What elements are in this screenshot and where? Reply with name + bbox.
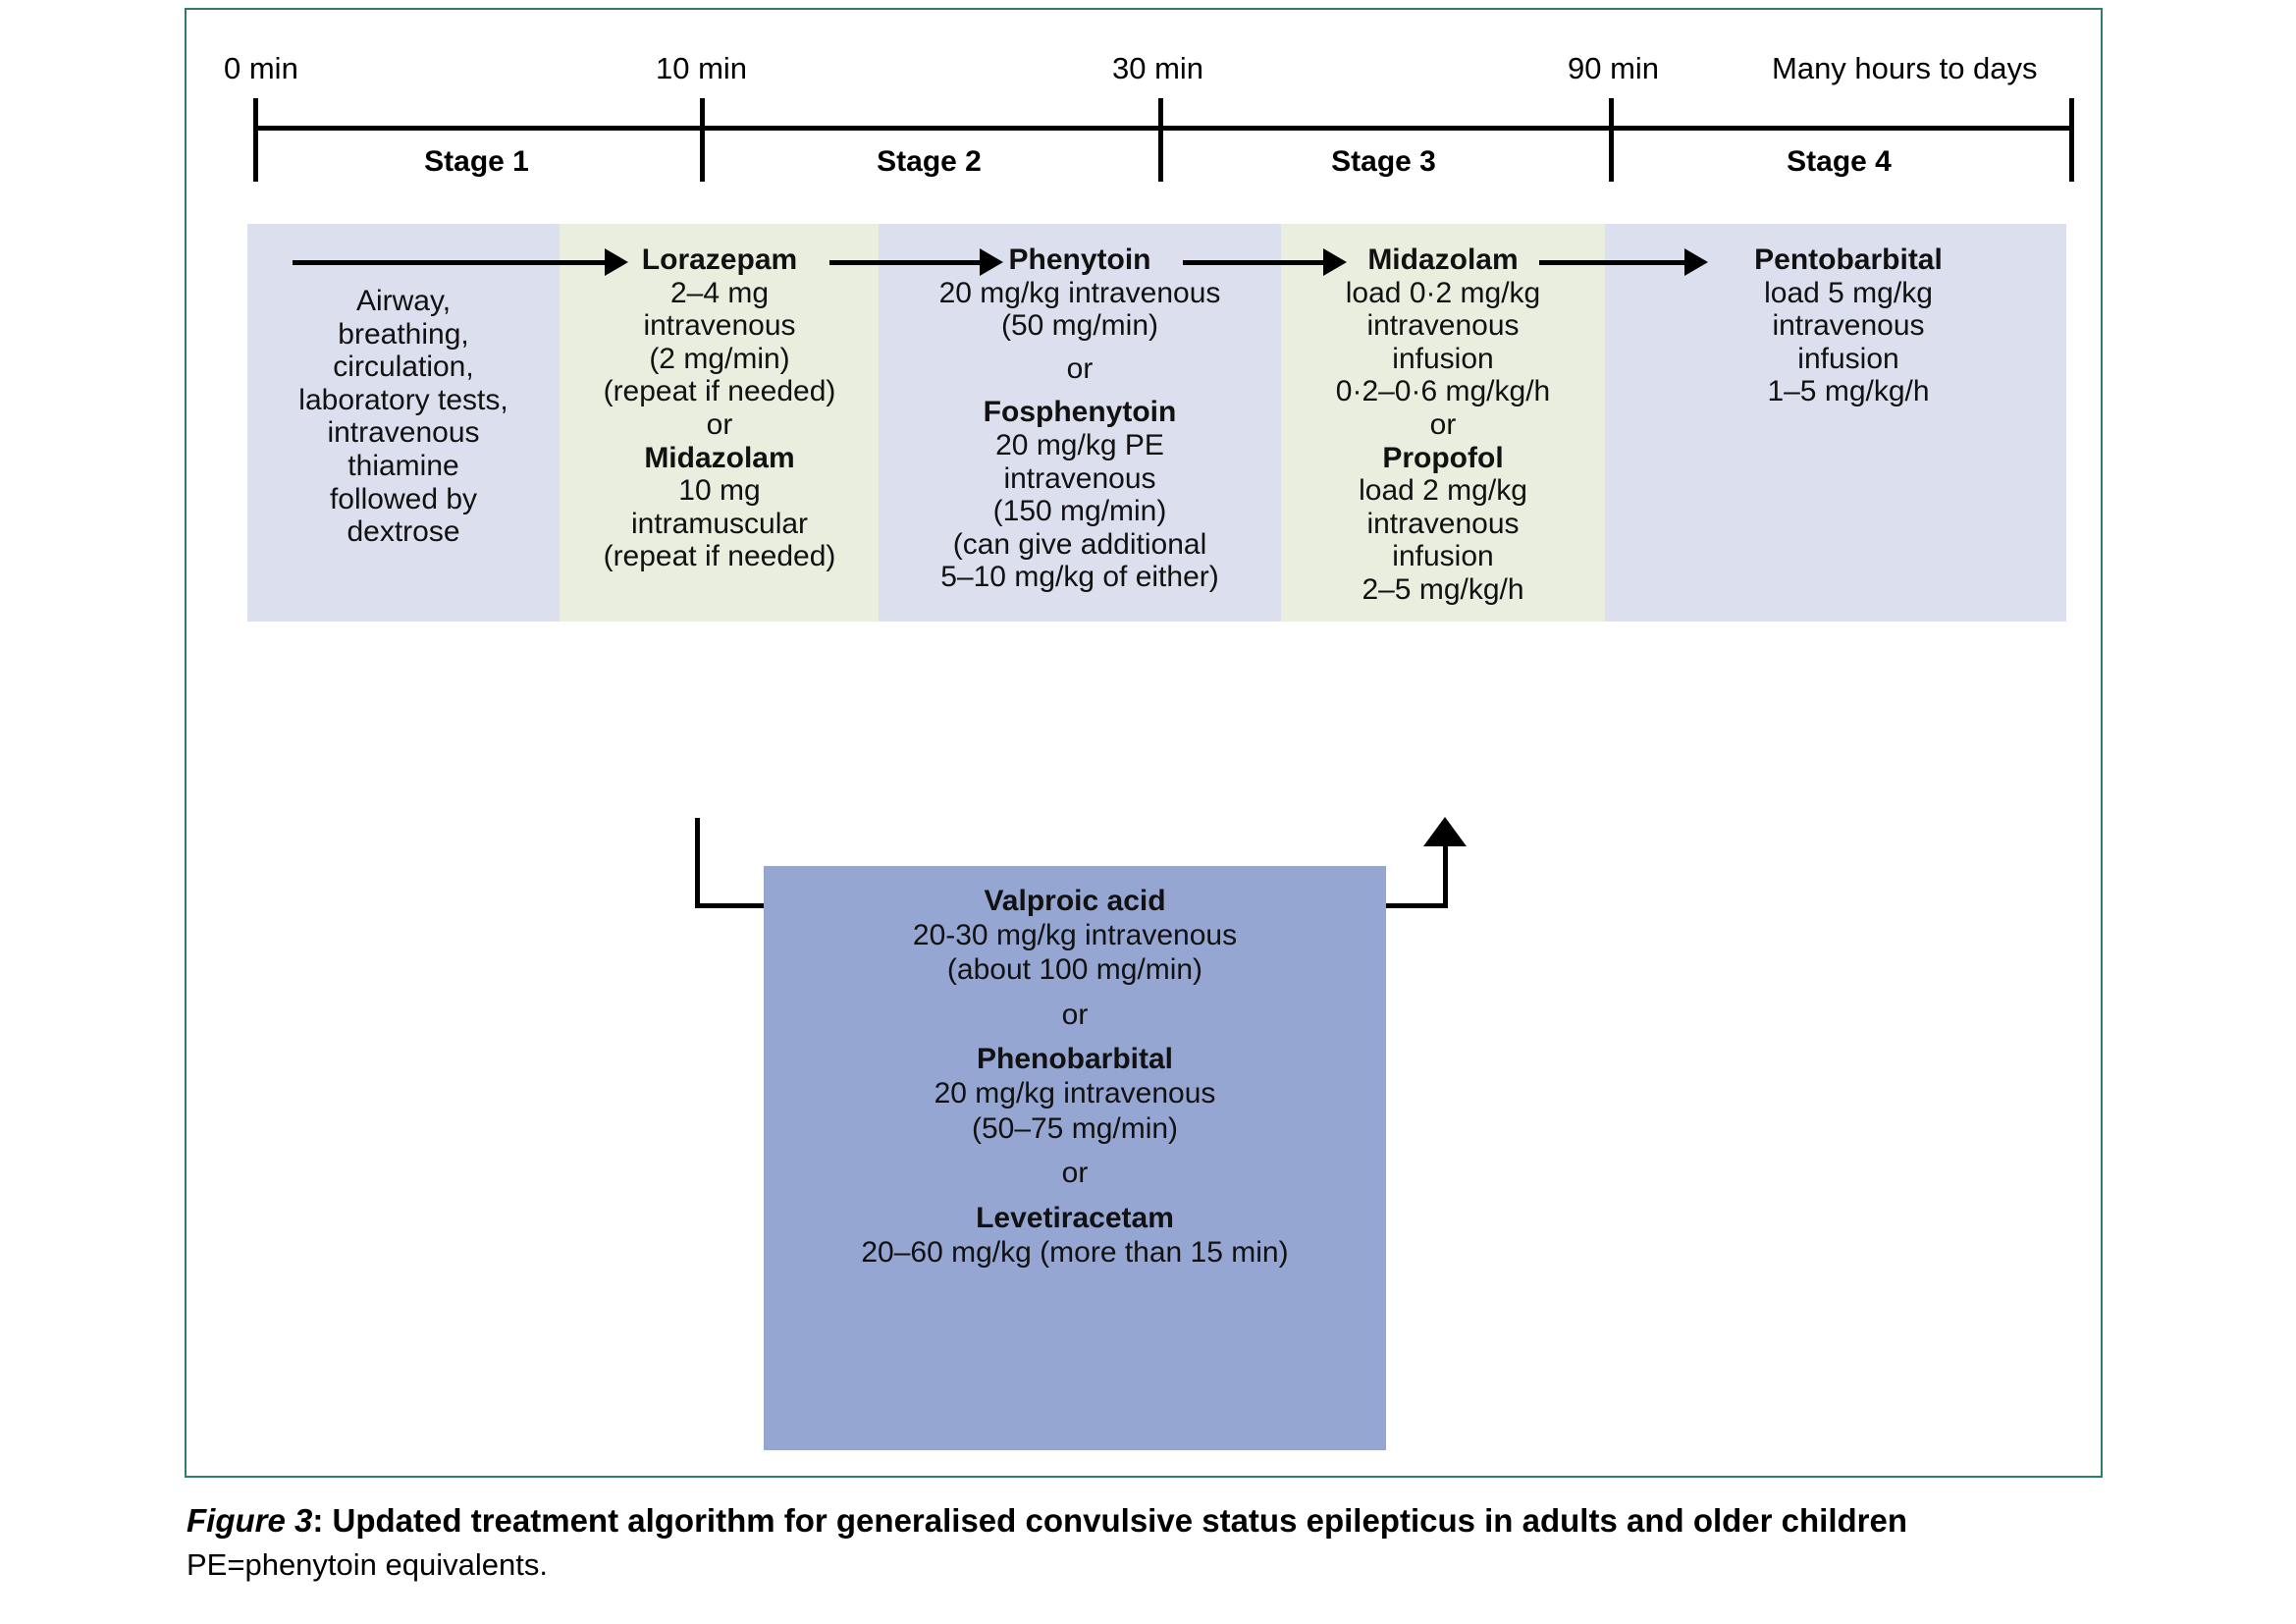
- midazolam-inf-or: or: [1429, 407, 1457, 441]
- column-midazolam-infusion: Midazolam load 0·2 mg/kg intravenous inf…: [1281, 244, 1605, 607]
- timeline-tick-label-0min: 0 min: [224, 51, 298, 85]
- column-band-lorazepam: [560, 224, 879, 622]
- fosphenytoin-line-2: intravenous: [1003, 461, 1156, 495]
- valproic-or-2: or: [1061, 1157, 1089, 1190]
- valproic-acid-box-text: Valproic acid 20-30 mg/kg intravenous (a…: [764, 884, 1386, 1270]
- valproic-spacer-2: [764, 1032, 1386, 1043]
- column-pentobarbital: Pentobarbital load 5 mg/kg intravenous i…: [1686, 244, 2010, 408]
- stage-label-4: Stage 4: [1787, 145, 1892, 178]
- column-initial-management: Airway, breathing, circulation, laborato…: [247, 285, 560, 549]
- timeline-tick-label-10min: 10 min: [656, 51, 748, 85]
- timeline-axis-line: [253, 126, 2074, 131]
- timeline-tick-mark-0: [253, 98, 258, 182]
- midazolam-im-line-2: intramuscular: [630, 507, 809, 540]
- column-band-phenytoin: [879, 224, 1281, 622]
- arrow-phenytoin-to-midazolam: [1183, 248, 1347, 276]
- fosphenytoin-line-3: (150 mg/min): [992, 495, 1167, 528]
- arrow-midazolam-to-pentobarbital: [1539, 248, 1708, 276]
- valproic-spacer-4: [764, 1190, 1386, 1201]
- midazolam-im-line-3: (repeat if needed): [603, 540, 836, 573]
- propofol-line-4: 2–5 mg/kg/h: [1362, 572, 1524, 606]
- valproic-spacer-1: [764, 987, 1386, 998]
- valproic-line-2: (about 100 mg/min): [946, 953, 1203, 987]
- midazolam-inf-line-1: load 0·2 mg/kg: [1345, 276, 1541, 309]
- drug-name-midazolam-infusion: Midazolam: [1367, 244, 1519, 276]
- lorazepam-line-2: intravenous: [643, 309, 796, 343]
- initial-line-5: intravenous: [327, 416, 480, 450]
- initial-line-6: thiamine: [347, 449, 459, 482]
- stage-label-3: Stage 3: [1331, 145, 1436, 178]
- column-band-pentobarbital: [1605, 224, 2066, 622]
- lorazepam-line-4: (repeat if needed): [603, 375, 836, 408]
- pentobarbital-line-1: load 5 mg/kg: [1764, 276, 1933, 309]
- drug-name-propofol: Propofol: [1382, 441, 1504, 474]
- stage-label-2: Stage 2: [877, 145, 982, 178]
- phenytoin-spacer-2: [879, 386, 1281, 397]
- caption-note: PE=phenytoin equivalents.: [187, 1547, 548, 1583]
- caption-title: Updated treatment algorithm for generali…: [332, 1502, 1908, 1539]
- propofol-line-1: load 2 mg/kg: [1359, 474, 1527, 508]
- valproic-spacer-3: [764, 1146, 1386, 1157]
- pentobarbital-line-4: 1–5 mg/kg/h: [1767, 375, 1930, 408]
- arrow-initial-to-lorazepam: [293, 248, 628, 276]
- valproic-or-1: or: [1061, 998, 1089, 1031]
- arrowhead-into-midazolam-column: [1423, 817, 1467, 846]
- drug-name-lorazepam: Lorazepam: [641, 244, 798, 276]
- column-phenytoin: Phenytoin 20 mg/kg intravenous (50 mg/mi…: [879, 244, 1281, 594]
- arrow-lorazepam-to-phenytoin: [829, 248, 1003, 276]
- timeline-tick-label-30min: 30 min: [1112, 51, 1204, 85]
- phenytoin-or: or: [1066, 352, 1094, 386]
- initial-line-3: circulation,: [333, 351, 474, 384]
- valproic-acid-box: [764, 866, 1386, 1450]
- column-band-midazolam: [1281, 224, 1605, 622]
- timeline-tick-mark-3: [1609, 98, 1614, 182]
- midazolam-im-line-1: 10 mg: [678, 474, 761, 508]
- midazolam-inf-line-2: intravenous: [1366, 309, 1520, 343]
- connector-down-from-lorazepam: [695, 818, 700, 908]
- pentobarbital-line-2: intravenous: [1772, 309, 1925, 343]
- propofol-line-2: intravenous: [1366, 507, 1520, 540]
- figure-caption: Figure 3: Updated treatment algorithm fo…: [187, 1500, 2150, 1585]
- timeline-tick-label-90min: 90 min: [1568, 51, 1660, 85]
- initial-line-2: breathing,: [338, 317, 469, 351]
- column-band-initial-management: [247, 224, 560, 622]
- phenobarbital-line-1: 20 mg/kg intravenous: [934, 1077, 1216, 1110]
- levetiracetam-line-1: 20–60 mg/kg (more than 15 min): [861, 1235, 1289, 1269]
- pentobarbital-line-3: infusion: [1797, 342, 1899, 375]
- phenytoin-line-1: 20 mg/kg intravenous: [938, 276, 1221, 309]
- stage-label-1: Stage 1: [424, 145, 529, 178]
- fosphenytoin-line-1: 20 mg/kg PE: [995, 428, 1164, 461]
- fosphenytoin-line-4: (can give additional: [952, 527, 1207, 561]
- initial-line-1: Airway,: [355, 285, 452, 317]
- midazolam-inf-line-4: 0·2–0·6 mg/kg/h: [1335, 375, 1551, 408]
- connector-up-to-midazolam: [1443, 844, 1448, 905]
- initial-line-8: dextrose: [347, 515, 460, 549]
- drug-name-fosphenytoin: Fosphenytoin: [983, 396, 1177, 429]
- lorazepam-line-3: (2 mg/min): [649, 342, 790, 375]
- column-lorazepam: Lorazepam 2–4 mg intravenous (2 mg/min) …: [567, 244, 872, 573]
- drug-name-pentobarbital: Pentobarbital: [1754, 244, 1943, 276]
- propofol-line-3: infusion: [1392, 540, 1494, 573]
- drug-name-phenobarbital: Phenobarbital: [976, 1043, 1174, 1076]
- drug-name-valproic-acid: Valproic acid: [984, 885, 1166, 917]
- drug-name-midazolam-im: Midazolam: [644, 441, 795, 474]
- timeline-tick-mark-4: [2069, 98, 2074, 182]
- phenytoin-line-2: (50 mg/min): [1000, 309, 1159, 343]
- valproic-line-1: 20-30 mg/kg intravenous: [912, 919, 1238, 952]
- phenytoin-spacer: [879, 343, 1281, 353]
- midazolam-inf-line-3: infusion: [1392, 342, 1494, 375]
- initial-line-4: laboratory tests,: [298, 383, 508, 416]
- drug-name-levetiracetam: Levetiracetam: [976, 1201, 1174, 1234]
- initial-line-7: followed by: [329, 482, 478, 515]
- timeline-tick-mark-1: [700, 98, 705, 182]
- timeline-tick-mark-2: [1158, 98, 1163, 182]
- phenobarbital-line-2: (50–75 mg/min): [971, 1111, 1179, 1145]
- timeline-tick-label-many-hours: Many hours to days: [1772, 51, 2038, 85]
- caption-separator: :: [312, 1502, 333, 1539]
- caption-figure-number: Figure 3: [187, 1502, 313, 1539]
- fosphenytoin-line-5: 5–10 mg/kg of either): [940, 561, 1219, 594]
- drug-name-phenytoin: Phenytoin: [1008, 244, 1151, 276]
- lorazepam-line-1: 2–4 mg: [669, 276, 770, 309]
- lorazepam-or: or: [706, 407, 733, 441]
